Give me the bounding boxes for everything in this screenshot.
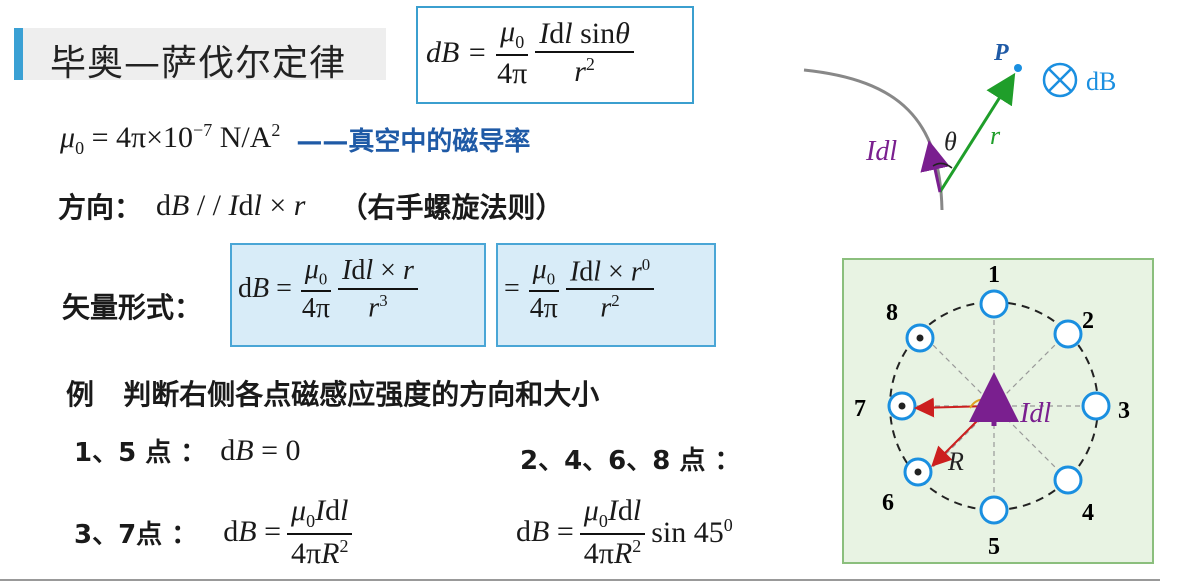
main-formula-frac1: μ0 4π: [496, 15, 529, 90]
radius-label: R: [947, 447, 964, 476]
r-label: r: [990, 121, 1001, 150]
r-vector-arrow: [938, 72, 1016, 193]
mu0-line: μ0 = 4π×10−7 N/A2 ——真空中的磁导率: [60, 120, 530, 159]
direction-expr: dB / / Idl × r: [156, 189, 306, 222]
vector-form-frac2: Idl × r r3: [338, 256, 418, 322]
mu0-note: ——真空中的磁导率: [296, 127, 531, 157]
vector-form-box-1: dB = μ0 4π Idl × r r3: [230, 243, 486, 347]
point-label-8: 8: [886, 300, 898, 326]
vector-form-frac4: Idl × r0 r2: [565, 255, 655, 323]
vector-form-label: 矢量形式：: [62, 291, 203, 324]
direction-line: 方向： dB / / Idl × r （右手螺旋法则）: [58, 186, 563, 226]
p15-line: 1、5 点 ： dB = 0: [74, 432, 301, 469]
point-label-7: 7: [854, 396, 866, 422]
main-formula-box: dB = μ0 4π Idl sinθ r2: [416, 6, 694, 104]
point-label-3: 3: [1118, 398, 1130, 424]
p37-label: 3、7点 ：: [74, 519, 198, 550]
main-formula-lhs: dB =: [426, 35, 488, 69]
idl-vector-arrow: [920, 140, 950, 193]
example-heading: 例 判断右侧各点磁感应强度的方向和大小: [66, 378, 600, 411]
p37-expr: dB = μ0Idl 4πR2: [223, 495, 353, 569]
out-of-page-dots: [898, 334, 924, 476]
p2468-label: 2、4、6、8 点 ：: [520, 446, 741, 476]
wire-curve: [803, 68, 944, 211]
point-p-dot: [1014, 64, 1022, 72]
direction-label: 方向：: [58, 191, 143, 224]
title-accent-bar: [14, 28, 23, 80]
title-bar: [14, 28, 386, 80]
circle-diagram: 1 2 3 4 5 6 7 8 R Idl: [842, 258, 1154, 564]
theta-label: θ: [944, 127, 957, 156]
bottom-divider: [0, 579, 1160, 581]
point-label-1: 1: [988, 262, 1000, 288]
into-page-icon: [1042, 62, 1078, 98]
page-title: 毕奥—萨伐尔定律: [50, 43, 347, 84]
direction-rule: （右手螺旋法则）: [339, 191, 564, 224]
p15-label: 1、5 点 ：: [74, 438, 207, 468]
idl-label: Idl: [865, 136, 897, 167]
top-diagram: P dB r θ Idl: [803, 40, 1116, 211]
vector-form-lhs: dB =: [238, 273, 292, 305]
main-formula-frac2: Idl sinθ r2: [535, 17, 634, 88]
vector-form-frac1: μ0 4π: [300, 254, 332, 325]
p15-expr: dB = 0: [220, 433, 301, 467]
vector-form-frac3: μ0 4π: [528, 254, 560, 325]
idl-circle-label: Idl: [1019, 398, 1051, 429]
p37-line: 3、7点 ： dB = μ0Idl 4πR2: [74, 495, 353, 569]
theta-arc: [932, 162, 953, 169]
point-label-2: 2: [1082, 308, 1094, 334]
p2468-expr: dB = μ0Idl 4πR2 sin 450: [516, 494, 733, 570]
dB-label: dB: [1086, 67, 1116, 96]
point-label-4: 4: [1082, 500, 1094, 526]
mu0-expr: μ0 = 4π×10−7 N/A2: [60, 120, 281, 158]
point-label-6: 6: [882, 490, 894, 516]
point-label-5: 5: [988, 534, 1000, 560]
vector-form-eq2: =: [504, 273, 520, 305]
vector-form-box-2: = μ0 4π Idl × r0 r2: [496, 243, 716, 347]
point-p-label: P: [993, 40, 1009, 66]
